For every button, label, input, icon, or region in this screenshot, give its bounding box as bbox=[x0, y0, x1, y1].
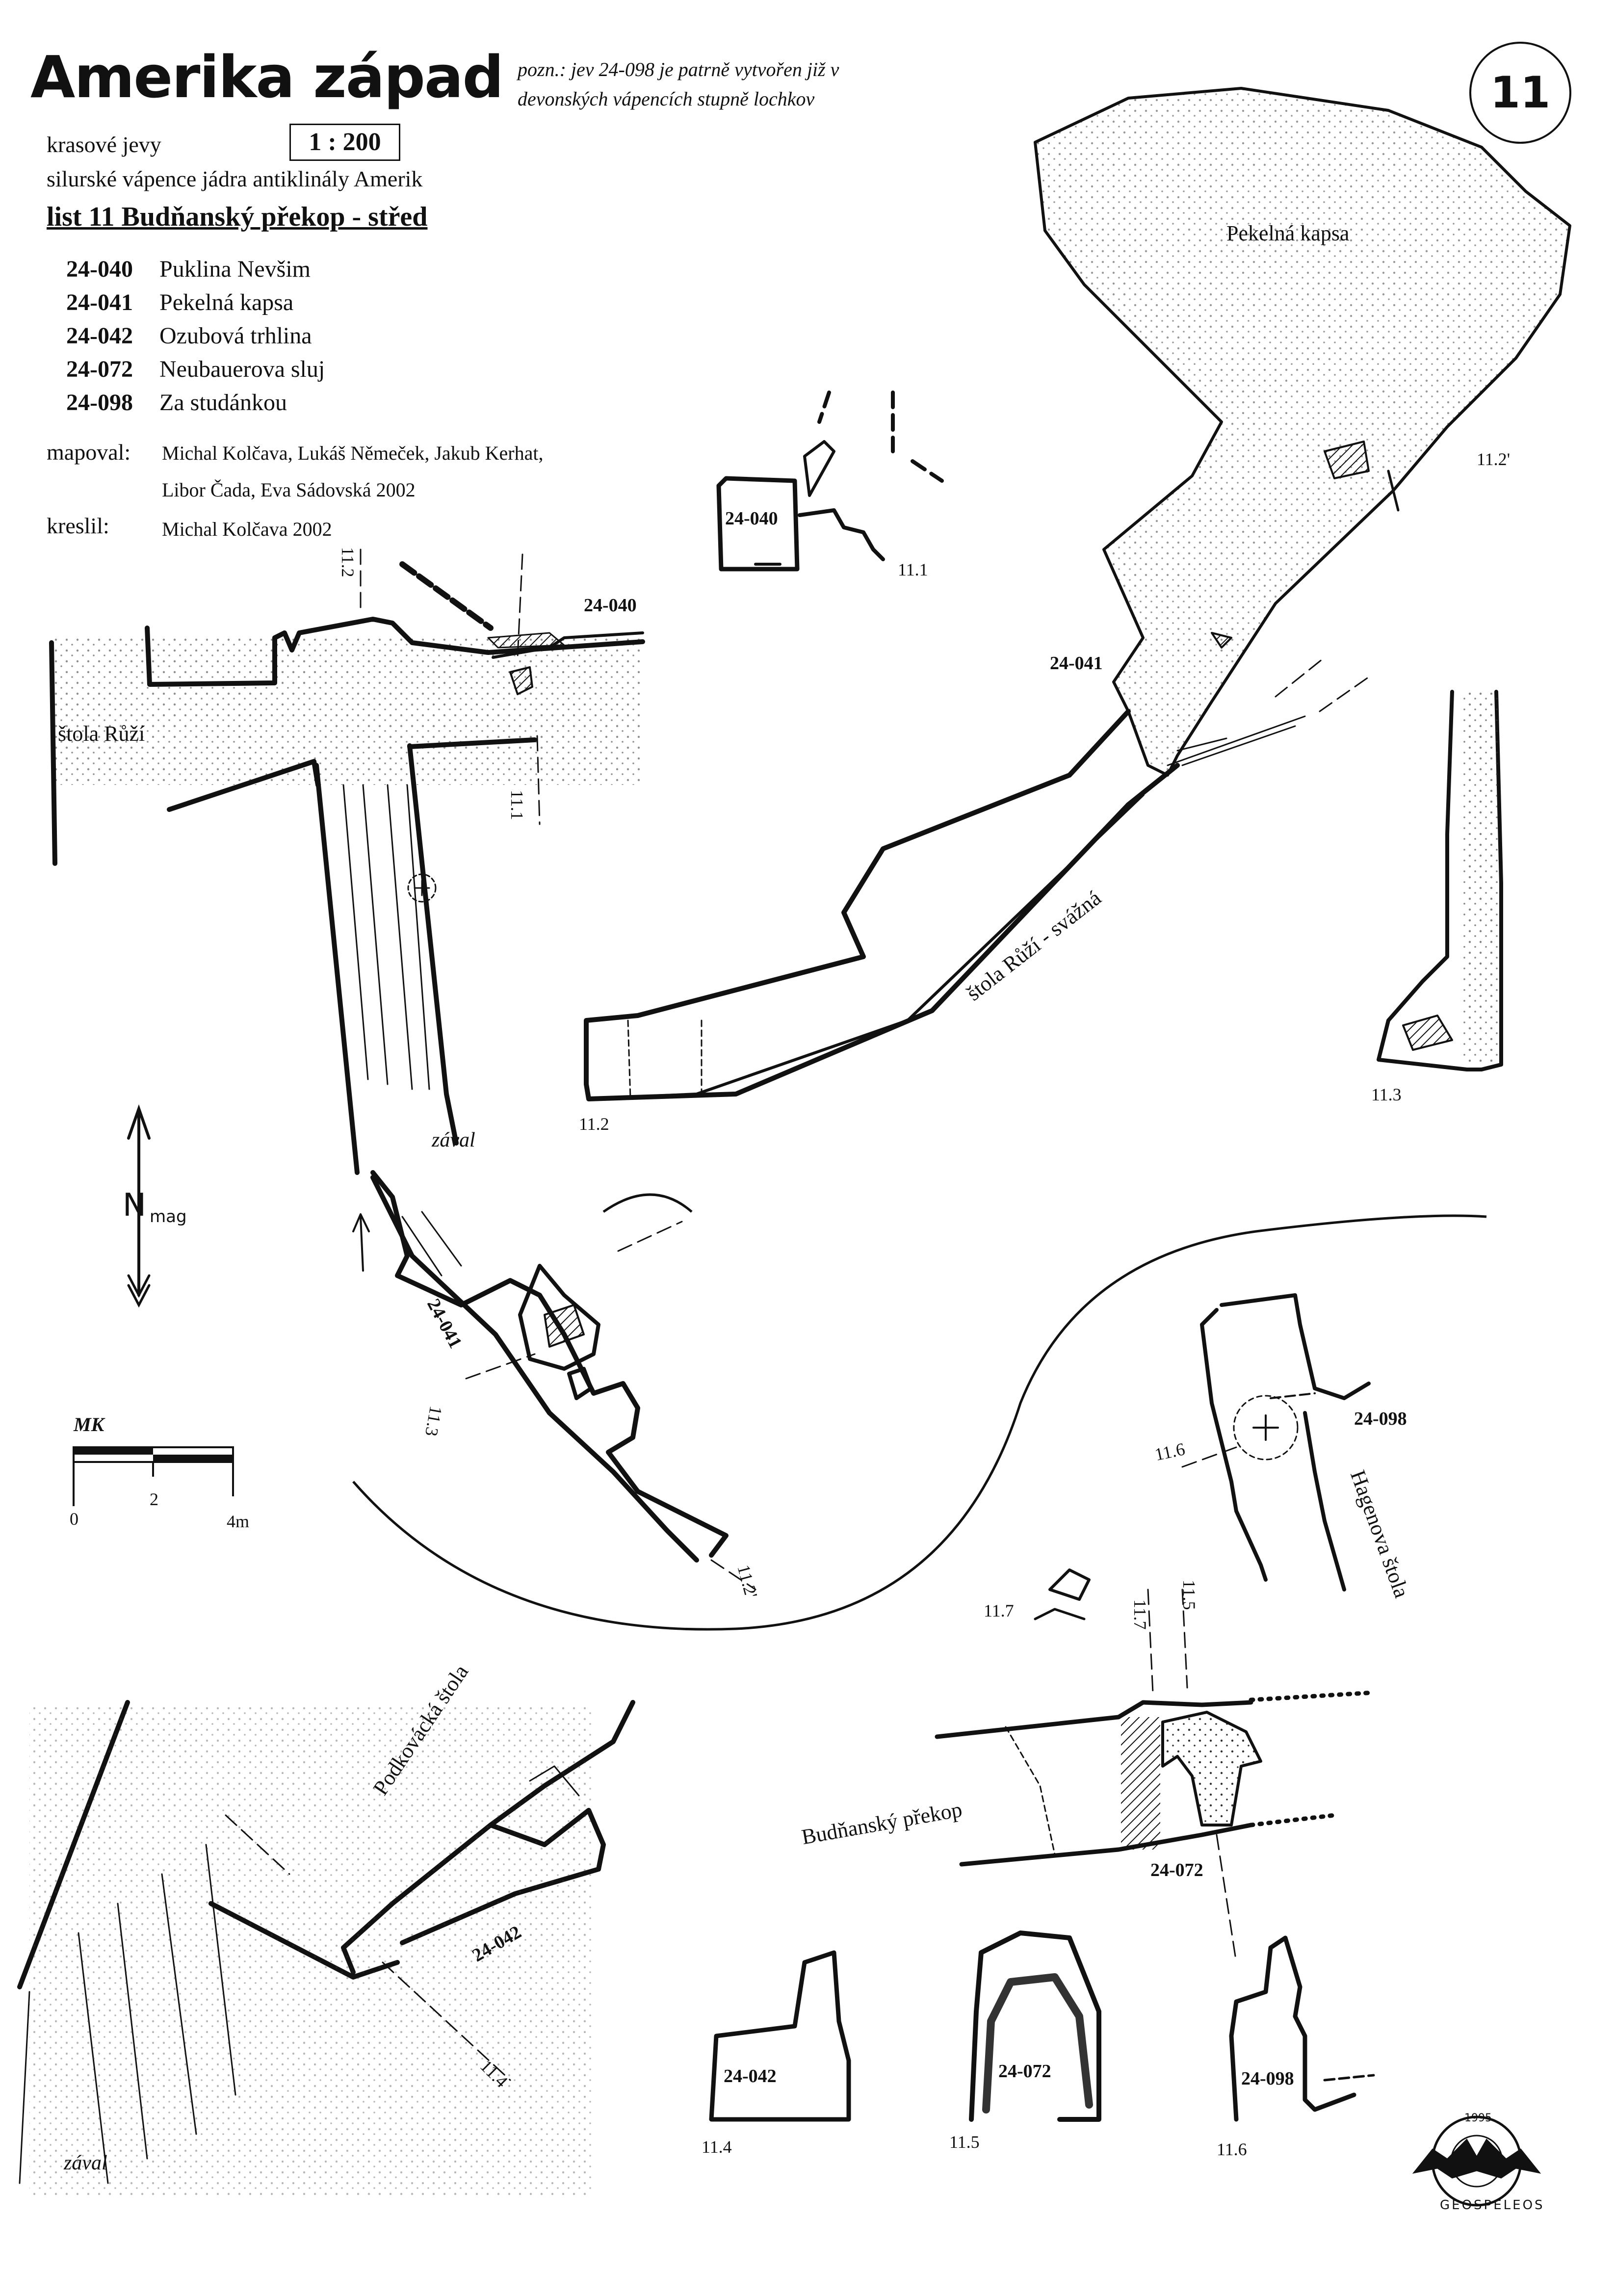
section-label-11-7: 11.7 bbox=[984, 1601, 1014, 1620]
cave-code-24-072-section: 24-072 bbox=[998, 2061, 1051, 2082]
scale-author-mark: MK bbox=[74, 1413, 104, 1435]
section-label-11-6: 11.6 bbox=[1217, 2139, 1247, 2159]
scale-ratio-box: 1 : 200 bbox=[289, 124, 400, 161]
cave-code-24-041-upper: 24-041 bbox=[1050, 653, 1103, 674]
label-zaval-lower: zával bbox=[64, 2152, 107, 2174]
ring-arc bbox=[352, 1214, 1487, 1631]
mapped-by-line1: Michal Kolčava, Lukáš Němeček, Jakub Ker… bbox=[162, 442, 544, 464]
section-label-11-1: 11.1 bbox=[898, 560, 928, 579]
north-arrow-sub: mag bbox=[150, 1207, 187, 1226]
cave-code-24-040-section: 24-040 bbox=[725, 508, 778, 529]
stola-ruzi-gallery bbox=[49, 548, 645, 1175]
cave-code-24-042-section: 24-042 bbox=[724, 2066, 777, 2087]
geology-note: pozn.: jev 24-098 je patrně vytvořen již… bbox=[518, 58, 839, 110]
cave-code-24-040-plan: 24-040 bbox=[584, 595, 637, 616]
cave-24-041-passage bbox=[352, 1170, 756, 1591]
mapped-label: mapoval: bbox=[47, 440, 131, 465]
scale-tick-2: 2 bbox=[150, 1489, 158, 1509]
mapped-by-line2: Libor Čada, Eva Sádovská 2002 bbox=[162, 479, 416, 501]
podkovacka-stola-passage bbox=[17, 1700, 635, 2198]
scale-tick-4m: 4m bbox=[227, 1512, 250, 1531]
logo-year: 1995 bbox=[1464, 2112, 1492, 2124]
pekelna-kapsa-passage bbox=[584, 87, 1571, 1101]
cave-code-24-098-section: 24-098 bbox=[1241, 2068, 1294, 2089]
section-label-11-5: 11.5 bbox=[949, 2132, 980, 2152]
section-label-11-7-plan: 11.7 bbox=[1130, 1599, 1150, 1630]
cave-24-040-section bbox=[716, 391, 944, 572]
cave-code-24-098-plan: 24-098 bbox=[1354, 1409, 1407, 1429]
budnansky-prekop-passage bbox=[935, 1568, 1376, 1963]
scale-bar-graphic bbox=[73, 1446, 234, 1506]
section-label-11-1-plan: 11.1 bbox=[507, 790, 527, 820]
section-label-11-2: 11.2 bbox=[579, 1114, 609, 1134]
sheet-name: list 11 Budňanský překop - střed bbox=[47, 202, 428, 232]
label-stola-ruzi: štola Růží bbox=[58, 722, 145, 746]
section-label-11-5-plan: 11.5 bbox=[1179, 1580, 1199, 1610]
section-label-11-2p: 11.2' bbox=[1477, 449, 1511, 469]
drawn-label: kreslil: bbox=[47, 513, 109, 538]
label-zaval-upper: zával bbox=[432, 1129, 475, 1151]
cave-24-098-passage bbox=[1181, 1293, 1371, 1592]
cave-code-24-072-plan: 24-072 bbox=[1150, 1860, 1203, 1880]
scale-tick-0: 0 bbox=[70, 1509, 78, 1529]
section-label-11-4: 11.4 bbox=[702, 2137, 732, 2157]
subtitle-geology: silurské vápence jádra antiklinály Ameri… bbox=[47, 166, 423, 191]
cross-sections-bottom bbox=[709, 1931, 1375, 2122]
sheet-number-badge: 11 bbox=[1469, 42, 1571, 144]
north-arrow-icon bbox=[127, 1104, 151, 1308]
section-11-3 bbox=[1377, 690, 1503, 1071]
subtitle-karst-features: krasové jevy bbox=[47, 132, 161, 157]
drawn-by: Michal Kolčava 2002 bbox=[162, 518, 332, 540]
geospeleos-logo-icon bbox=[1412, 2115, 1541, 2207]
label-pekelna-kapsa: Pekelná kapsa bbox=[1226, 221, 1350, 245]
north-arrow-label: N bbox=[123, 1187, 146, 1224]
section-label-11-3: 11.3 bbox=[1371, 1085, 1402, 1104]
map-title: Amerika západ bbox=[30, 43, 504, 111]
logo-text: GEOSPELEOS bbox=[1440, 2198, 1545, 2213]
section-label-11-2-plan: 11.2 bbox=[338, 547, 358, 577]
